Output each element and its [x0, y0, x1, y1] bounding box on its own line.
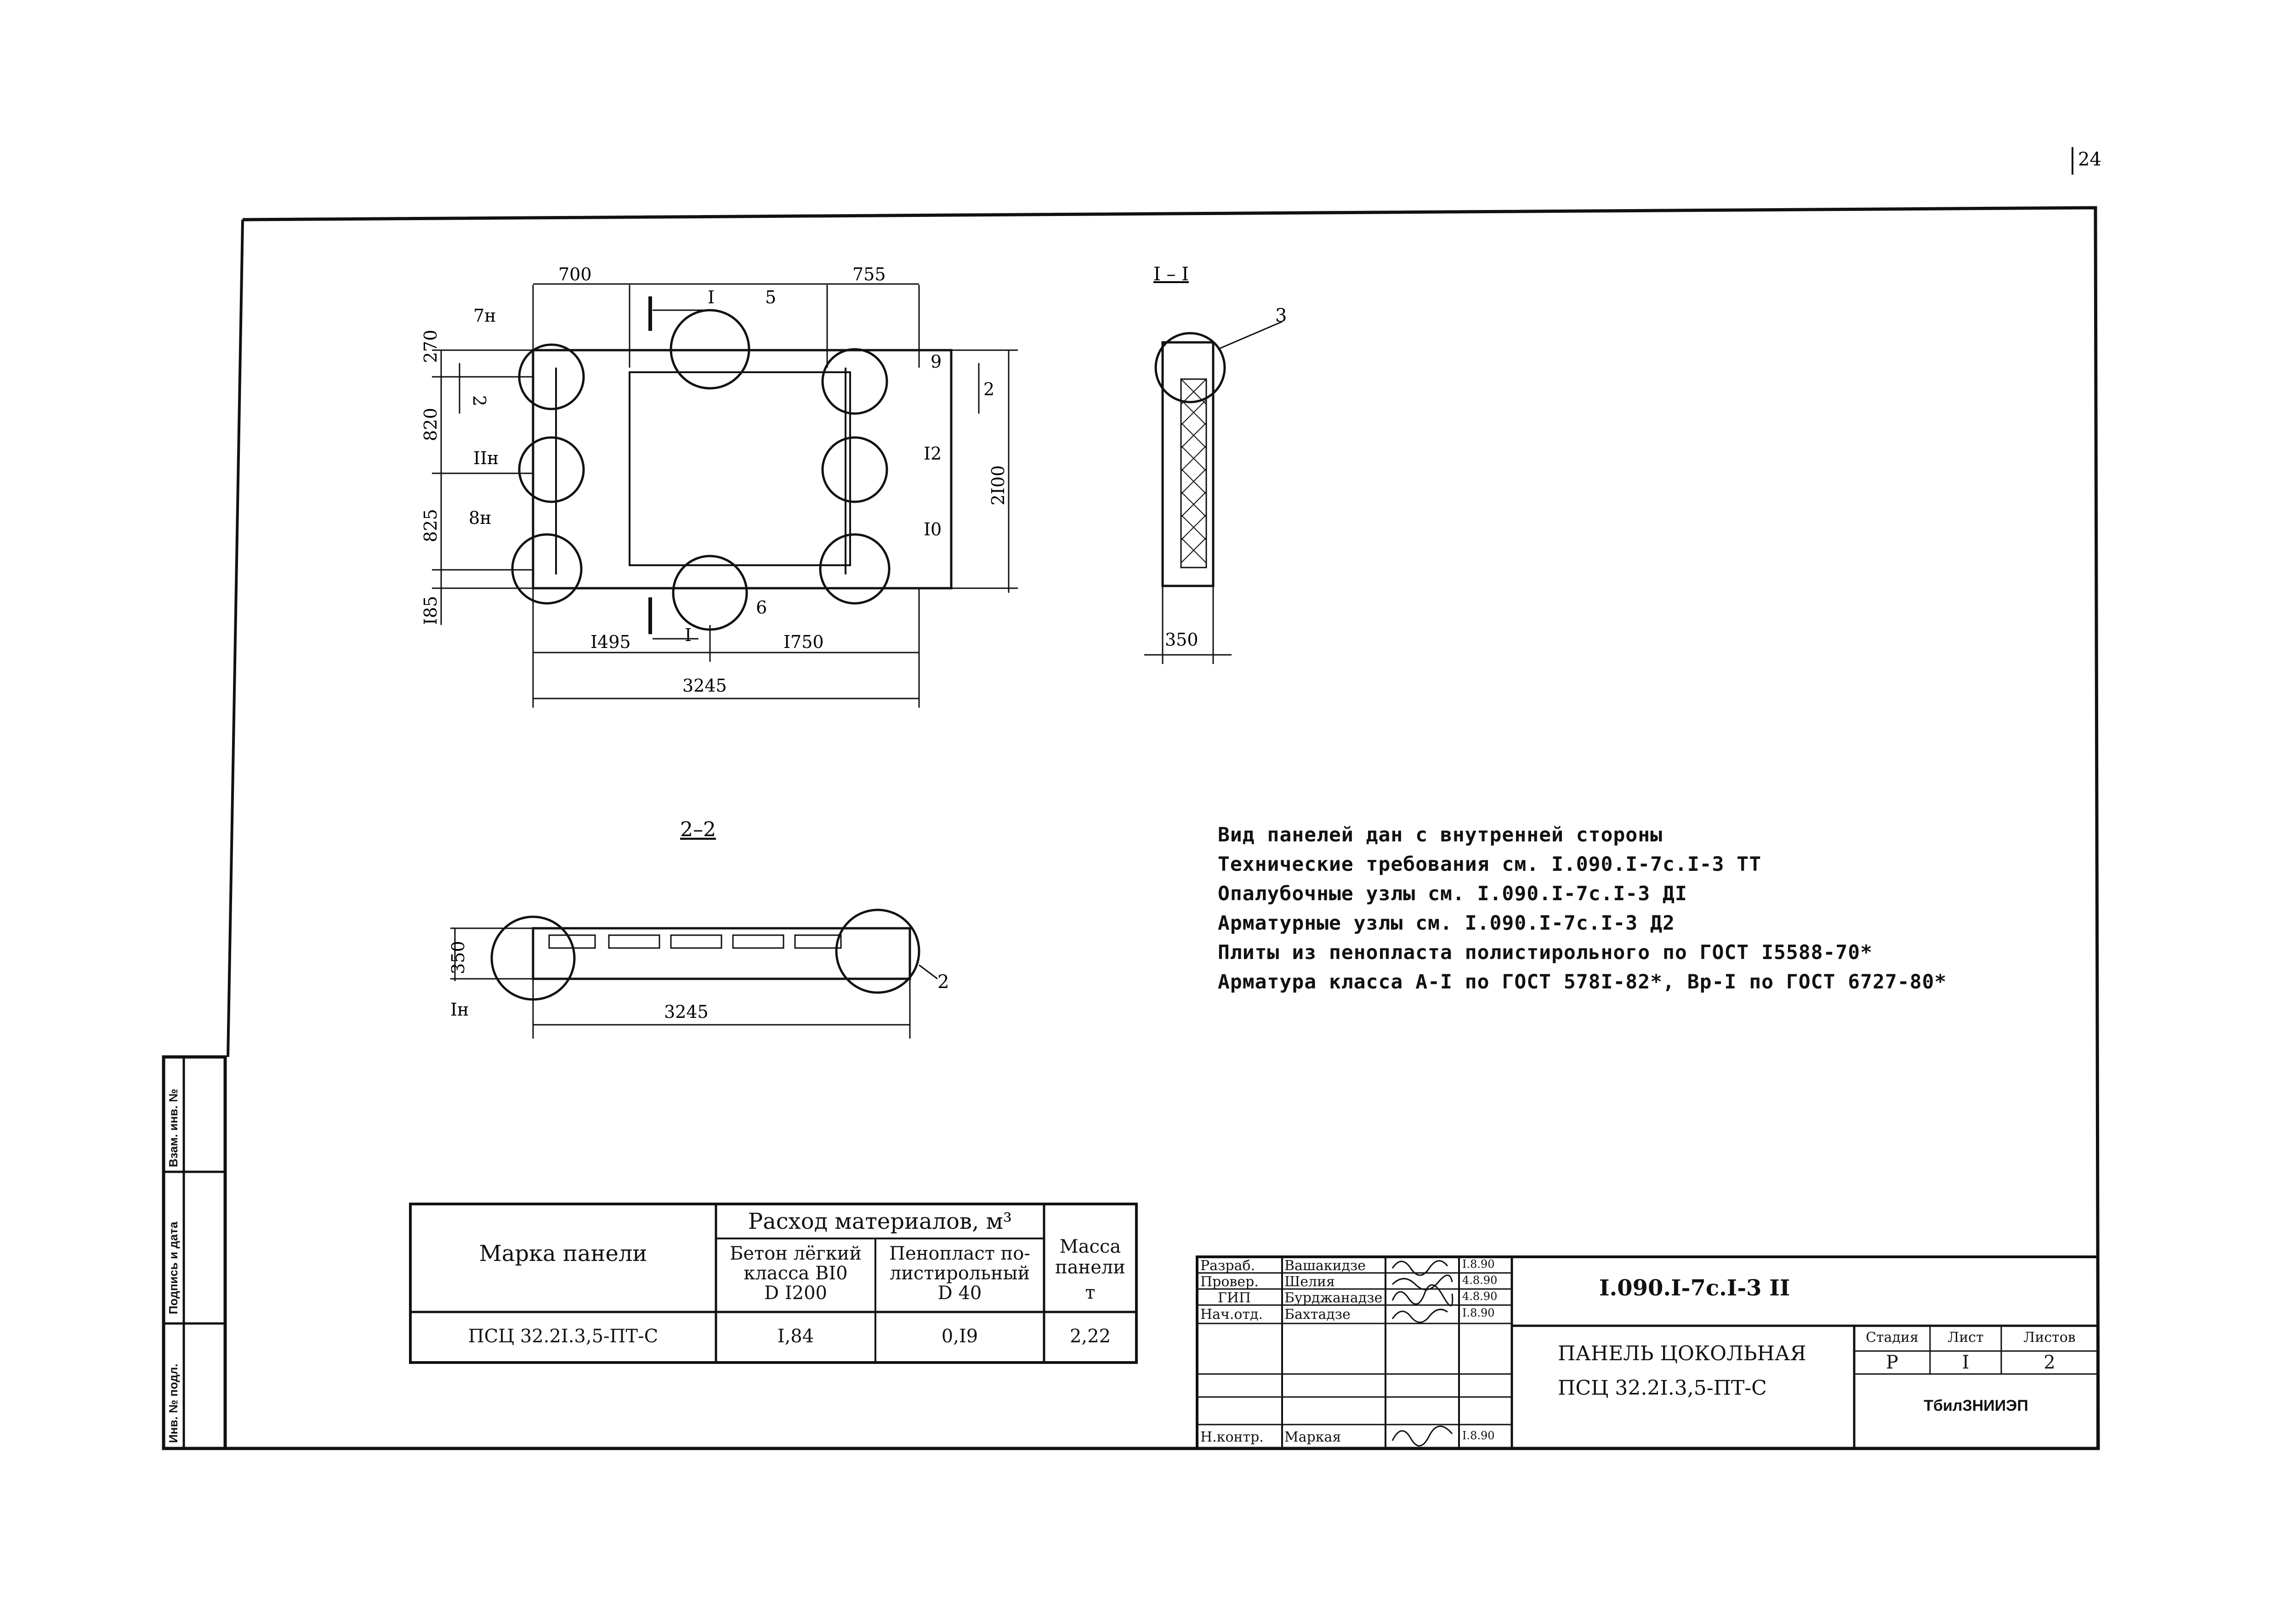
side-stamp — [164, 1057, 225, 1448]
dim-bottom-right: I750 — [783, 632, 824, 652]
materials-table — [409, 1203, 1138, 1364]
row-concrete: I,84 — [777, 1326, 814, 1347]
dim-total: 3245 — [682, 676, 727, 696]
name-7: Маркая — [1284, 1429, 1341, 1445]
section-label-I-I: I – I — [1153, 264, 1189, 285]
dim-right: 2I00 — [988, 465, 1008, 505]
name-1: Вашакидзе — [1284, 1258, 1366, 1274]
col-header-mark: Марка панели — [479, 1241, 647, 1266]
row-mass: 2,22 — [1069, 1326, 1111, 1347]
date-2: 4.8.90 — [1462, 1274, 1498, 1287]
col-header-consumption: Расход материалов, м³ — [748, 1209, 1012, 1234]
row-foam: 0,I9 — [941, 1326, 978, 1347]
dim-top-left: 700 — [558, 264, 592, 284]
note-3: Опалубочные узлы см. I.090.I-7c.I-3 ДI — [1218, 882, 1687, 905]
col-header-mass-2: панели — [1055, 1257, 1125, 1278]
role-4: Нач.отд. — [1200, 1306, 1263, 1323]
title-block — [1196, 1255, 2099, 1450]
doc-code: I.090.I-7c.I-3 II — [1599, 1275, 1790, 1301]
plan-callouts: 7н I 5 9 2 IIн I2 8н I0 6 I 2 — [469, 287, 994, 645]
dim-left-3: 825 — [420, 509, 441, 542]
side-stamp-repl: Взам. инв. № — [166, 1089, 180, 1167]
name-2: Шелия — [1284, 1274, 1335, 1290]
date-7: I.8.90 — [1462, 1429, 1495, 1442]
date-4: I.8.90 — [1462, 1306, 1495, 1319]
callout-I-bottom: I — [685, 625, 692, 645]
plan-dimension-labels: 700 755 270 820 825 I85 2I00 I495 I750 3… — [420, 264, 1008, 696]
section-I-I-callout: 3 — [1275, 305, 1287, 326]
section-2-2 — [450, 909, 938, 1039]
note-1: Вид панелей дан с внутренней стороны — [1218, 823, 1663, 846]
dim-bottom-left: I495 — [590, 632, 631, 652]
side-stamp-sign: Подпись и дата — [166, 1221, 180, 1314]
stage-label: Стадия — [1866, 1329, 1919, 1346]
panel-title-2: ПСЦ 32.2I.3,5-ПТ-С — [1558, 1376, 1767, 1400]
callout-7n: 7н — [473, 306, 496, 326]
col-header-mass-1: Масса — [1059, 1236, 1121, 1257]
col-header-foam-3: D 40 — [937, 1283, 982, 1304]
note-2: Технические требования см. I.090.I-7c.I-… — [1218, 853, 1762, 876]
col-header-foam-1: Пенопласт по- — [889, 1243, 1030, 1264]
callout-6: 6 — [756, 597, 767, 618]
role-2: Провер. — [1200, 1274, 1259, 1290]
section-I-I — [1144, 321, 1283, 664]
organization: ТбилЗНИИЭП — [1924, 1397, 2028, 1414]
cut-mark-2-left: 2 — [469, 395, 489, 406]
callout-I-top: I — [708, 287, 715, 307]
dim-top-right: 755 — [852, 264, 886, 284]
sheet-frame — [162, 147, 2100, 1450]
role-1: Разраб. — [1200, 1258, 1255, 1274]
section-label-2-2: 2–2 — [680, 818, 716, 841]
col-header-concrete-3: D I200 — [764, 1283, 827, 1304]
section-2-2-callout-right: 2 — [937, 971, 949, 993]
date-3: 4.8.90 — [1462, 1290, 1498, 1303]
callout-9: 9 — [931, 352, 942, 372]
name-4: Бахтадзе — [1284, 1306, 1351, 1323]
role-3: ГИП — [1218, 1290, 1251, 1306]
col-header-mass-3: т — [1085, 1282, 1096, 1303]
callout-I0: I0 — [924, 519, 942, 539]
callout-5: 5 — [765, 287, 776, 307]
page-number: 24 — [2078, 149, 2101, 170]
stage-value: Р — [1886, 1352, 1898, 1373]
callout-8n: 8н — [469, 508, 492, 528]
date-1: I.8.90 — [1462, 1258, 1495, 1271]
col-header-foam-2: листирольный — [889, 1263, 1030, 1284]
panel-plan — [432, 283, 1018, 708]
dim-left-1: 270 — [420, 329, 441, 363]
section-2-2-callout-left: Iн — [450, 999, 469, 1020]
callout-IIn: IIн — [473, 448, 499, 468]
side-stamp-inv: Инв. № подл. — [166, 1363, 180, 1443]
signatures — [1391, 1260, 1453, 1447]
sheet-label: Лист — [1947, 1329, 1984, 1346]
dim-left-4: I85 — [420, 596, 441, 625]
section-2-2-height: 350 — [448, 941, 468, 974]
row-mark: ПСЦ 32.2I.3,5-ПТ-С — [468, 1326, 659, 1347]
note-6: Арматура класса А-I по ГОСТ 578I-82*, Вр… — [1218, 971, 1947, 994]
sheets-label: Листов — [2023, 1329, 2076, 1346]
dim-left-2: 820 — [420, 408, 441, 441]
callout-I2: I2 — [924, 443, 942, 464]
panel-title-1: ПАНЕЛЬ ЦОКОЛЬНАЯ — [1558, 1342, 1806, 1365]
note-4: Арматурные узлы см. I.090.I-7c.I-3 Д2 — [1218, 912, 1675, 935]
col-header-concrete-1: Бетон лёгкий — [729, 1243, 862, 1264]
section-2-2-length: 3245 — [664, 1002, 709, 1022]
sheets-value: 2 — [2044, 1352, 2055, 1373]
section-I-I-width: 350 — [1165, 630, 1198, 650]
role-7: Н.контр. — [1200, 1429, 1264, 1445]
note-5: Плиты из пенопласта полистирольного по Г… — [1218, 941, 1873, 964]
col-header-concrete-2: класса BI0 — [744, 1263, 848, 1284]
sheet-value: I — [1962, 1352, 1970, 1373]
callout-2: 2 — [983, 379, 994, 399]
name-3: Бурджанадзе — [1284, 1290, 1383, 1306]
